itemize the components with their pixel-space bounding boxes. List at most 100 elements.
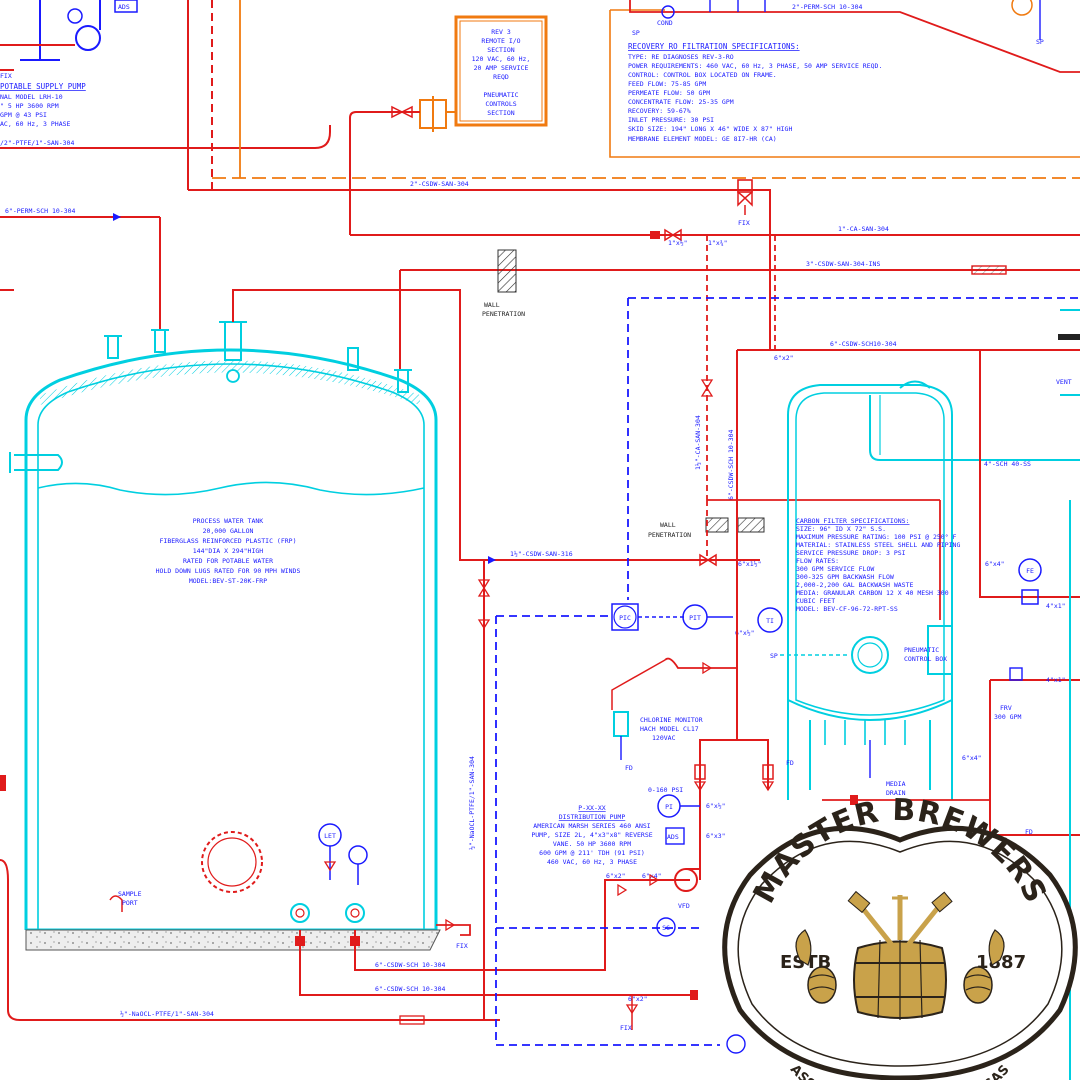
controls-line-10: SECTION (487, 109, 514, 117)
svg-text:WALL: WALL (484, 301, 500, 309)
ro-spec-line-9: SKID SIZE: 194" LONG X 46" WIDE X 87" HI… (628, 125, 792, 133)
line-csdw-vertical: 6"-CSDW-SCH 10-304 (727, 429, 735, 500)
controls-line-6: REQD (493, 73, 509, 81)
pi-label: PI (665, 803, 673, 811)
pump-line-1: P-XX-XX (578, 804, 605, 812)
reducer-11-label: 6"x2" (606, 872, 626, 880)
reducer-5-label: 6"x4" (985, 560, 1005, 568)
carbon-line-12: MODEL: BEV-CF-96-72-RPT-SS (796, 605, 898, 613)
line-bottom-1: 6"-CSDW-SCH 10-304 (375, 961, 446, 969)
tank-line-1: PROCESS WATER TANK (193, 517, 264, 525)
perm-line-top: 2"-PERM-SCH 10-304 (792, 3, 863, 11)
sample-port-label-2: PORT (122, 899, 138, 907)
tank-line-3: FIBERGLASS REINFORCED PLASTIC (FRP) (160, 537, 297, 545)
pump-line-3: AMERICAN MARSH SERIES 460 ANSI (533, 822, 650, 830)
controls-line-8: PNEUMATIC (483, 91, 518, 99)
wall-penetration-mid: WALL PENETRATION (648, 517, 765, 539)
vfd-label: VFD (678, 902, 690, 910)
ti-label: TI (766, 617, 774, 625)
carbon-line-3: MAXIMUM PRESSURE RATING: 100 PSI @ 250° … (796, 533, 957, 541)
potable-pump-line-2: " 5 HP 3600 RPM (0, 102, 59, 110)
svg-text:PENETRATION: PENETRATION (482, 310, 525, 318)
let-label: LET (324, 832, 336, 840)
carbon-line-2: SIZE: 96" ID X 72" S.S. (796, 525, 886, 533)
carbon-line-8: 300-325 GPM BACKWASH FLOW (796, 573, 894, 581)
supply-pump-icon (75, 25, 101, 51)
carbon-line-5: SERVICE PRESSURE DROP: 3 PSI (796, 549, 906, 557)
reducer-3-label: 6"x2" (774, 354, 794, 362)
pump-line-2: DISTRIBUTION PUMP (559, 813, 626, 821)
ro-spec-line-5: PERMEATE FLOW: 50 GPM (628, 89, 710, 97)
reducer-7-label: 4"x1" (1046, 676, 1066, 684)
controls-line-5: 20 AMP SERVICE (474, 64, 529, 72)
carbon-line-7: 300 GPM SERVICE FLOW (796, 565, 874, 573)
fd-label-3: FD (1025, 828, 1033, 836)
frv-label: FRV (1000, 704, 1012, 712)
tank-line-4: 144"DIA X 294"HIGH (193, 547, 264, 555)
line-sch40-4in: 4"-SCH 40-SS (984, 460, 1031, 468)
pneumatic-box-label-2: CONTROL BOX (904, 655, 947, 663)
fe-label: FE (1026, 567, 1034, 575)
ro-specs-box: RECOVERY RO FILTRATION SPECIFICATIONS: T… (609, 0, 1080, 158)
tank-line-6: HOLD DOWN LUGS RATED FOR 90 MPH WINDS (156, 567, 301, 575)
ro-spec-line-10: MEMBRANE ELEMENT MODEL: GE 8I7-HR (CA) (628, 135, 777, 143)
fix-label-bottom: FIX (620, 1024, 632, 1032)
controls-line-1: REV 3 (491, 28, 511, 36)
pump-line-4: PUMP, SIZE 2L, 4"x3"x8" REVERSE (531, 831, 652, 839)
fd-label-2: FD (786, 759, 794, 767)
chlorine-line-2: HACH MODEL CL17 (640, 725, 699, 733)
line-bottom-naocl: ½"-NaOCL-PTFE/1"-SAN-304 (120, 1010, 214, 1018)
line-ca-vertical: 1½"-CA-SAN-304 (694, 415, 702, 470)
line-csdw-3in-ins: 3"-CSDW-SAN-304-INS (806, 260, 880, 268)
controls-line-4: 120 VAC, 60 Hz, (472, 55, 531, 63)
reducer-13-label: 6"x2" (628, 995, 648, 1003)
potable-pump-title: POTABLE SUPPLY PUMP (0, 82, 86, 91)
carbon-line-11: CUBIC FEET (796, 597, 835, 605)
carbon-line-6: FLOW RATES: (796, 557, 839, 565)
hops-left-icon (795, 929, 837, 1004)
line-csdw-6in-sch10: 6"-CSDW-SCH10-304 (830, 340, 897, 348)
line-naocl-vertical: ½"-NaOCL-PTFE/1"-SAN-304 (468, 756, 476, 850)
fd-label-1: FD (625, 764, 633, 772)
carbon-line-1: CARBON FILTER SPECIFICATIONS: (796, 517, 910, 525)
tank-line-5: RATED FOR POTABLE WATER (183, 557, 273, 565)
sc-label: SC (662, 924, 670, 932)
line-bottom-2: 6"-CSDW-SCH 10-304 (375, 985, 446, 993)
line-csdw-1-5in: 1½"-CSDW-SAN-316 (510, 550, 573, 558)
svg-text:PENETRATION: PENETRATION (648, 531, 691, 539)
line-perm-left: 6"-PERM-SCH 10-304 (5, 207, 76, 215)
media-drain-label-1: MEDIA (886, 780, 906, 788)
controls-line-3: SECTION (487, 46, 514, 54)
distribution-pump-icon (674, 868, 700, 892)
pressure-range-label: 0-160 PSI (648, 786, 683, 794)
fix-label-tank: FIX (456, 942, 468, 950)
remote-io-controls-box: REV 3 REMOTE I/O SECTION 120 VAC, 60 Hz,… (454, 15, 548, 127)
reducer-9-label: 6"x½" (706, 802, 726, 810)
process-water-tank: PROCESS WATER TANK 20,000 GALLON FIBERGL… (9, 321, 441, 951)
svg-text:SP: SP (1036, 38, 1044, 46)
reducer-10-label: 6"x3" (706, 832, 726, 840)
pit-label: PIT (689, 614, 701, 622)
chlorine-line-1: CHLORINE MONITOR (640, 716, 703, 724)
pic-label: PIC (619, 614, 631, 622)
svg-text:WALL: WALL (660, 521, 676, 529)
wall-penetration-top: WALL PENETRATION (482, 249, 525, 318)
hops-right-icon (963, 929, 1005, 1004)
barrel-icon (847, 890, 953, 1020)
pump-line-5: VANE. 50 HP 3600 RPM (553, 840, 631, 848)
pic-instrument: PIC (611, 603, 639, 631)
reducer-4-label: 6"x1½" (738, 560, 761, 568)
ro-spec-line-6: CONCENTRATE FLOW: 25-35 GPM (628, 98, 734, 106)
tank-line-7: MODEL:BEV-ST-20K-FRP (189, 577, 267, 585)
line-ca-1in: 1"-CA-SAN-304 (838, 225, 889, 233)
potable-line-label: /2"-PTFE/1"-SAN-304 (0, 139, 74, 147)
potable-pump-line-4: AC, 60 Hz, 3 PHASE (0, 120, 71, 128)
controls-line-2: REMOTE I/O (481, 37, 520, 45)
sp-label-mid: SP (770, 652, 778, 660)
sample-port-label-1: SAMPLE (118, 890, 142, 898)
potable-supply-pump-area: ADS FIX POTABLE SUPPLY PUMP NAL MODEL LR… (0, 0, 331, 149)
ro-specs-title: RECOVERY RO FILTRATION SPECIFICATIONS: (628, 42, 800, 51)
carbon-filter-vessel: SP (770, 380, 960, 800)
